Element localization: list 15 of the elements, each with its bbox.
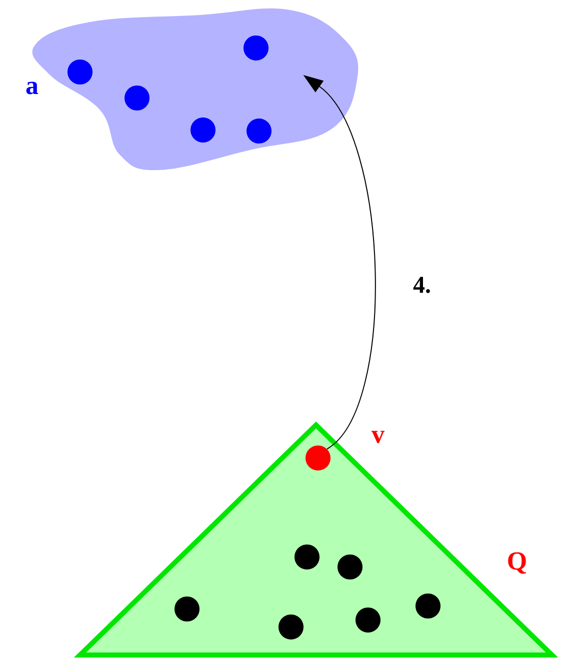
dot bbox=[246, 118, 272, 144]
dot bbox=[244, 36, 268, 60]
region-label: Q bbox=[508, 552, 526, 574]
dot bbox=[190, 118, 216, 142]
edge-label: 4. bbox=[413, 276, 430, 294]
region-label: a bbox=[26, 82, 38, 94]
dot bbox=[294, 544, 320, 570]
dot bbox=[416, 594, 440, 618]
dot bbox=[338, 554, 362, 580]
dot bbox=[278, 614, 304, 640]
dot bbox=[174, 596, 200, 622]
dot bbox=[356, 608, 380, 632]
dot bbox=[68, 60, 92, 84]
dot-label: v bbox=[372, 430, 384, 444]
dot bbox=[124, 86, 150, 110]
